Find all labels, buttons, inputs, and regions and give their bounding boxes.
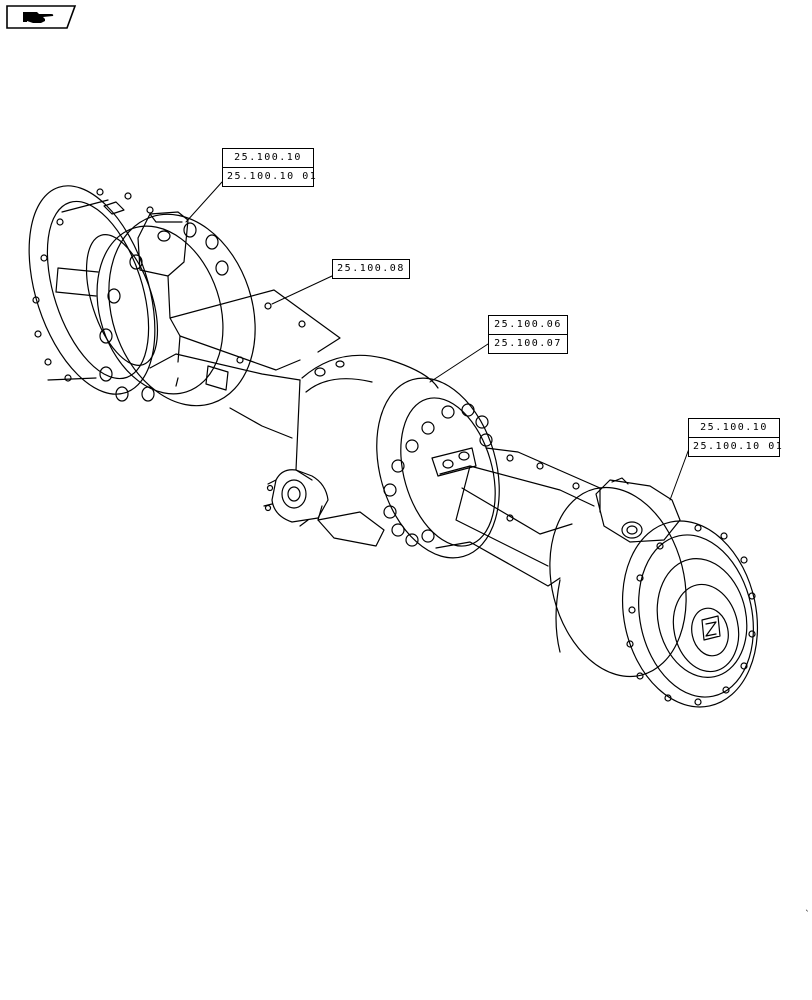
callout-middle-left[interactable]: 25.100.08 <box>332 259 410 279</box>
differential-housing <box>295 354 500 559</box>
left-axle-arm <box>149 275 341 439</box>
callout-row: 25.100.10 <box>700 422 768 433</box>
callout-row: 25.100.10 01 <box>223 167 316 186</box>
callout-top-left[interactable]: 25.100.10 25.100.10 01 <box>222 148 316 187</box>
left-hub-flange-outer <box>28 185 156 395</box>
diff-ring-bolts <box>383 403 493 547</box>
callout-row: 25.100.10 01 <box>689 437 782 456</box>
right-hub-flange-outer <box>621 520 759 708</box>
left-ring-bolts <box>99 222 229 402</box>
right-kingpin-block <box>595 479 681 543</box>
leader-middle-left <box>271 275 333 305</box>
left-flange-bolts <box>32 188 154 382</box>
corner-mark: ` <box>804 910 810 920</box>
right-hub-assembly <box>549 477 759 708</box>
callout-right[interactable]: 25.100.10 25.100.10 01 <box>688 418 782 457</box>
diff-top-curve <box>301 354 439 389</box>
input-yoke <box>263 469 329 527</box>
callout-row: 25.100.08 <box>337 263 405 274</box>
callout-row: 25.100.06 <box>494 319 562 330</box>
navigation-badge[interactable] <box>5 4 77 30</box>
hand-pointer-icon <box>6 5 77 29</box>
callout-row: 25.100.10 <box>234 152 302 163</box>
diff-flange-ring <box>376 377 500 559</box>
left-knuckle-ring <box>96 225 224 395</box>
right-knuckle-housing <box>549 486 687 678</box>
manufacturer-logo-icon <box>701 615 721 641</box>
right-flange-bolts <box>626 524 756 706</box>
leader-center <box>429 343 489 383</box>
left-knuckle-housing <box>108 213 256 407</box>
callout-row: 25.100.07 <box>489 334 567 353</box>
left-hub-assembly <box>28 185 256 407</box>
left-hub-drum <box>85 234 159 366</box>
left-kingpin-block <box>137 211 189 277</box>
leader-lines <box>185 181 691 501</box>
right-axle-arm <box>435 447 601 587</box>
leader-right <box>669 445 691 501</box>
callout-center[interactable]: 25.100.06 25.100.07 <box>488 315 568 354</box>
left-hub-flange-inner <box>46 200 150 380</box>
leader-top-left <box>185 181 223 223</box>
